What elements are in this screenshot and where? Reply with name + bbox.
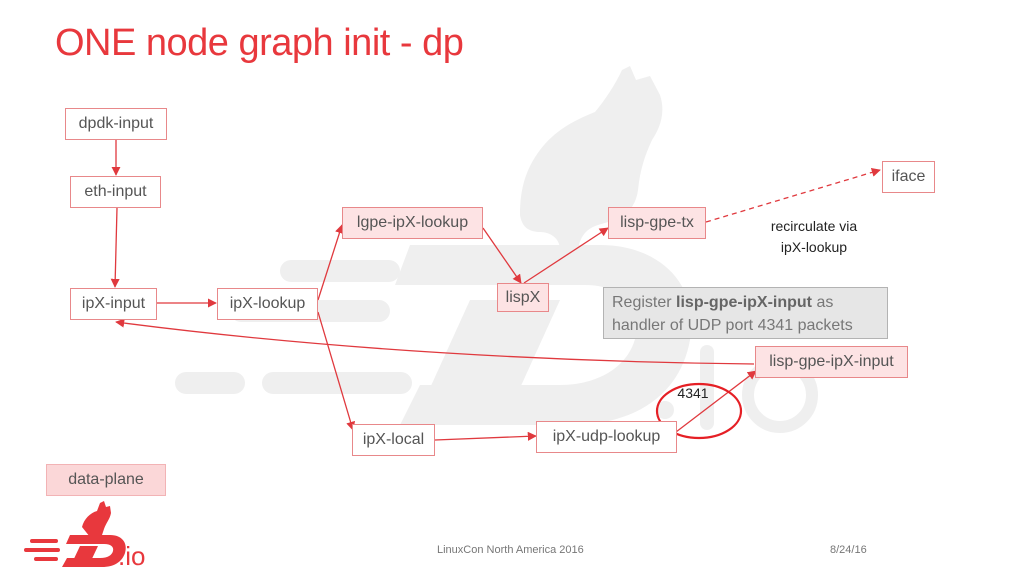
register-note-line1: Register lisp-gpe-ipX-input as: [612, 291, 879, 314]
edge-lookup-local: [317, 311, 356, 431]
fd-io-logo-icon: .io: [24, 501, 145, 571]
node-lgpe-ipx-lookup: lgpe-ipX-lookup: [342, 207, 483, 239]
edge-lookup-lgpe: [317, 224, 344, 301]
port-4341-label: 4341: [677, 385, 709, 401]
register-note-suffix: as: [812, 294, 834, 311]
port-highlight-ellipse: [655, 382, 743, 440]
recirculate-label: recirculate via ipX-lookup: [750, 216, 878, 258]
page-title: ONE node graph init - dp: [55, 22, 464, 64]
node-eth-input: eth-input: [70, 176, 161, 208]
node-ipx-lookup: ipX-lookup: [217, 288, 318, 320]
register-note: Register lisp-gpe-ipX-input as handler o…: [603, 287, 888, 339]
recirculate-line2: ipX-lookup: [780, 239, 848, 255]
legend-data-plane: data-plane: [46, 464, 166, 496]
node-ipx-udp-lookup: ipX-udp-lookup: [536, 421, 677, 453]
node-lispx: lispX: [497, 283, 549, 312]
edge-local-udp: [434, 431, 537, 441]
node-lisp-gpe-tx: lisp-gpe-tx: [608, 207, 706, 239]
footer-date: 8/24/16: [830, 544, 867, 556]
register-note-line2: handler of UDP port 4341 packets: [612, 317, 853, 334]
fd-io-logo: .io: [22, 495, 152, 571]
register-note-node: lisp-gpe-ipX-input: [676, 294, 813, 311]
recirculate-line1: recirculate via: [770, 218, 858, 234]
node-lisp-gpe-ipx-input: lisp-gpe-ipX-input: [755, 346, 908, 378]
node-ipx-local: ipX-local: [352, 424, 435, 456]
edge-eth-ipx-input: [110, 207, 120, 288]
edge-lgpe-lispx: [482, 227, 522, 284]
register-note-prefix: Register: [612, 294, 677, 311]
footer-event: LinuxCon North America 2016: [437, 544, 584, 556]
fd-io-logo-text: .io: [118, 541, 145, 570]
edge-udp-gpe-input: [675, 370, 757, 433]
node-ipx-input: ipX-input: [70, 288, 157, 320]
edge-tx-iface: [705, 167, 881, 223]
edge-lispx-tx: [523, 227, 609, 284]
node-dpdk-input: dpdk-input: [65, 108, 167, 140]
edge-gpe-input-ipx-input: [115, 318, 755, 365]
node-iface: iface: [882, 161, 935, 193]
